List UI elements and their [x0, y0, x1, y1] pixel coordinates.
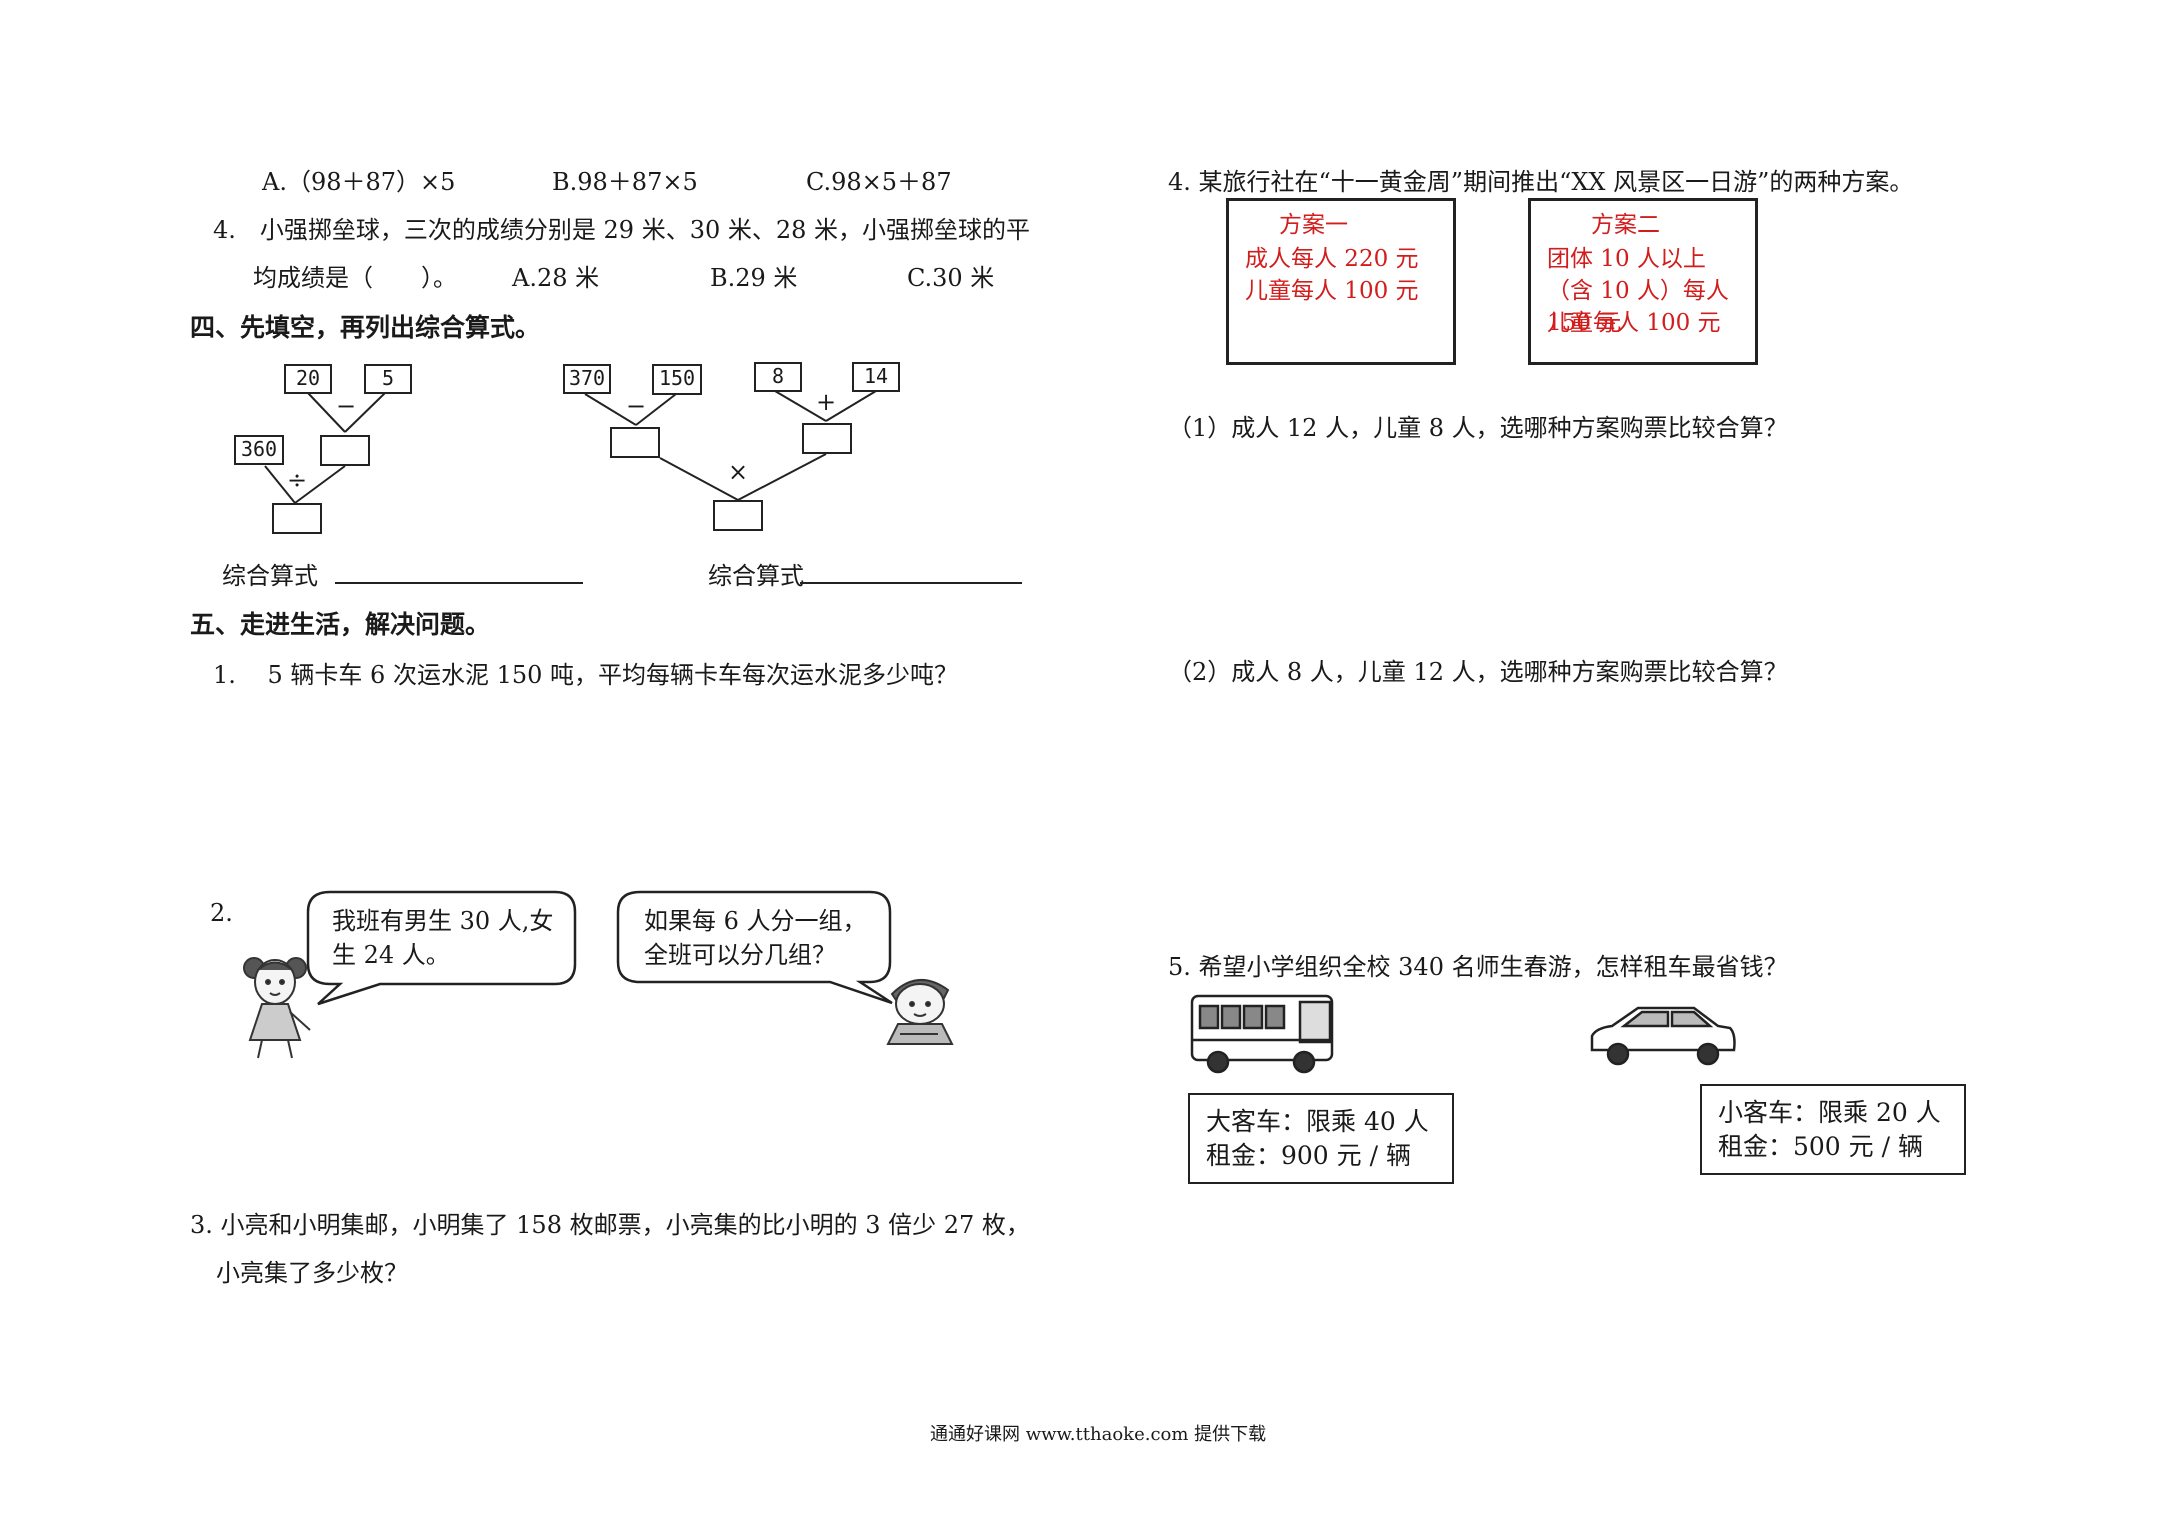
section-5-title: 五、走进生活，解决问题。: [190, 610, 491, 639]
problem-4-title: 4. 某旅行社在“十一黄金周”期间推出“XX 风景区一日游”的两种方案。: [1168, 168, 1914, 196]
minus-sign: −: [626, 392, 647, 420]
bus-capacity: 大客车：限乘 40 人: [1206, 1107, 1429, 1136]
plan-1-box: 方案一 成人每人 220 元 儿童每人 100 元: [1226, 198, 1456, 365]
plan-2-box: 方案二 团体 10 人以上（含 10 人）每人 150 元 儿童每人 100 元: [1528, 198, 1758, 365]
plan-2-name: 方案二: [1591, 212, 1660, 238]
answer-box[interactable]: [610, 427, 660, 458]
problem-1: 1. 5 辆卡车 6 次运水泥 150 吨，平均每辆卡车每次运水泥多少吨？: [213, 661, 959, 689]
speech-bubble-1-text: 我班有男生 30 人,女生 24 人。: [332, 907, 554, 969]
speech-bubble-2-text: 如果每 6 人分一组，全班可以分几组？: [644, 907, 867, 969]
q4-option-c: C.30 米: [907, 264, 995, 292]
number-box-8: 8: [754, 362, 802, 392]
multiply-sign: ×: [728, 458, 749, 486]
answer-box[interactable]: [713, 500, 763, 531]
plan-1-name: 方案一: [1279, 212, 1348, 238]
q4-option-b: B.29 米: [710, 264, 798, 292]
car-info-box: 小客车：限乘 20 人 租金：500 元 / 辆: [1700, 1084, 1966, 1175]
q4-option-a: A.28 米: [512, 264, 600, 292]
problem-4-question-2: （2）成人 8 人，儿童 12 人，选哪种方案购票比较合算？: [1168, 658, 1788, 686]
car-rent: 租金：500 元 / 辆: [1718, 1132, 1923, 1161]
option-b: B.98＋87×5: [552, 168, 698, 196]
plus-sign: +: [816, 388, 837, 416]
formula-label: 综合算式: [222, 562, 318, 590]
problem-3-line1: 3. 小亮和小明集邮，小明集了 158 枚邮票，小亮集的比小明的 3 倍少 27…: [190, 1211, 1030, 1239]
question-4-line1: 4. 小强掷垒球，三次的成绩分别是 29 米、30 米、28 米，小强掷垒球的平: [213, 216, 1031, 244]
problem-4-question-1: （1）成人 12 人，儿童 8 人，选哪种方案购票比较合算？: [1168, 414, 1788, 442]
number-box-150: 150: [652, 364, 702, 395]
plan-2-group-price: 团体 10 人以上（含 10 人）每人 150 元: [1547, 246, 1729, 336]
footer-text: 通通好课网 www.tthaoke.com 提供下载: [930, 1424, 1267, 1445]
formula-answer-line[interactable]: [800, 582, 1022, 584]
problem-3-line2: 小亮集了多少枚？: [216, 1259, 408, 1287]
option-c: C.98×5＋87: [806, 168, 952, 196]
answer-box[interactable]: [802, 423, 852, 454]
formula-label: 综合算式: [708, 562, 804, 590]
plan-1-adult-price: 成人每人 220 元: [1245, 246, 1419, 272]
number-box-370: 370: [563, 364, 611, 394]
problem-2-number: 2.: [210, 899, 233, 927]
option-a: A.（98＋87）×5: [262, 168, 456, 196]
plan-1-child-price: 儿童每人 100 元: [1245, 278, 1419, 304]
problem-5-title: 5. 希望小学组织全校 340 名师生春游，怎样租车最省钱？: [1168, 953, 1788, 981]
number-box-5: 5: [364, 364, 412, 394]
formula-answer-line[interactable]: [335, 582, 583, 584]
plan-2-child-price: 儿童每人 100 元: [1547, 310, 1721, 336]
number-box-360: 360: [234, 435, 284, 465]
minus-sign: −: [336, 392, 357, 420]
bus-rent: 租金：900 元 / 辆: [1206, 1141, 1411, 1170]
car-capacity: 小客车：限乘 20 人: [1718, 1098, 1941, 1127]
section-4-title: 四、先填空，再列出综合算式。: [190, 313, 541, 342]
answer-box[interactable]: [320, 435, 370, 466]
answer-box[interactable]: [272, 503, 322, 534]
number-box-20: 20: [284, 364, 332, 394]
divide-sign: ÷: [287, 466, 308, 494]
number-box-14: 14: [852, 362, 900, 392]
bus-info-box: 大客车：限乘 40 人 租金：900 元 / 辆: [1188, 1093, 1454, 1184]
question-4-line2: 均成绩是（ ）。: [253, 264, 457, 292]
